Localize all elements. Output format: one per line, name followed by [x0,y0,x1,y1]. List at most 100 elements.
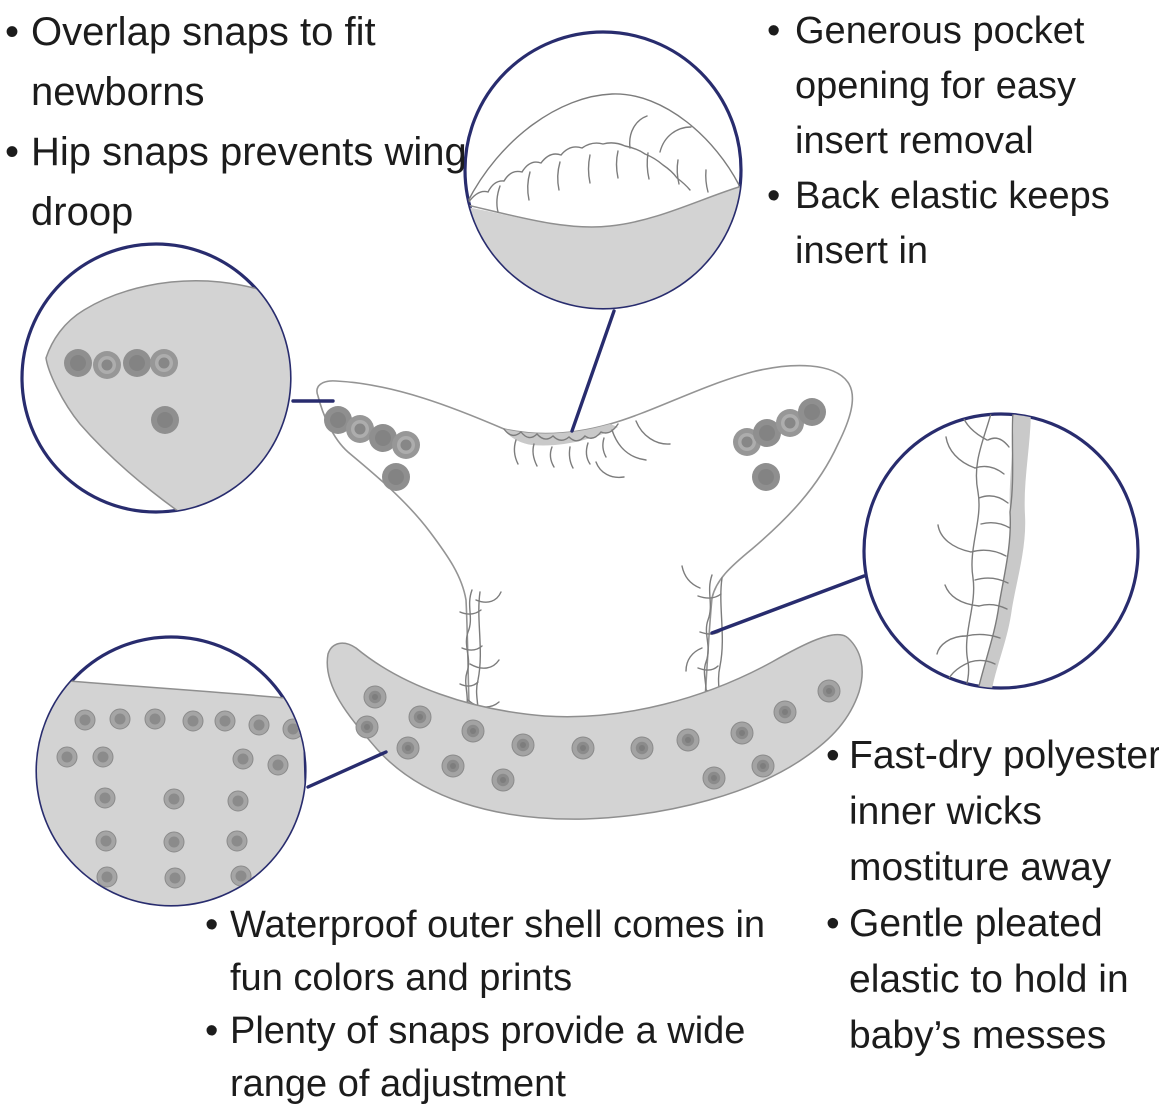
bullet-item: • Overlap snaps to fit newborns [5,2,467,122]
snap [392,431,420,459]
snap [93,351,121,379]
bullet-item: • Generous pocket opening for easy inser… [767,4,1110,169]
callout-circle-adjustment-snaps [35,635,307,907]
snap [92,746,114,768]
note-line: insert removal [795,120,1034,162]
snap [676,728,700,752]
snap [232,748,254,770]
note-line: mostiture away [849,846,1112,889]
note-line: inner wicks [849,790,1042,833]
snap [752,463,780,491]
note-line: Back elastic keeps [795,175,1110,217]
snap [396,736,420,760]
callout-leader-lines [291,309,866,789]
bullet-marker: • [5,130,20,174]
note-line: fun colors and prints [230,957,573,999]
bullet-item: • Hip snaps prevents wing droop [5,122,467,242]
diaper-shell-outline [316,364,854,731]
snap [56,746,78,768]
note-line: Gentle pleated [849,902,1103,945]
snap [441,754,465,778]
snap [630,736,654,760]
snap [491,768,515,792]
pocket-opening-edge [503,423,619,442]
note-line: droop [31,190,134,234]
snap [702,766,726,790]
snap [164,867,186,889]
snap [182,710,204,732]
snap [267,754,289,776]
bullet-marker: • [767,10,781,52]
note-line: Fast-dry polyester [849,734,1159,777]
snap [94,787,116,809]
bullet-item: • Gentle pleated elastic to hold in baby… [826,896,1159,1064]
bullet-marker: • [767,175,781,217]
pleated-elastic-detail-drawing [936,414,1031,688]
front-snap-band [326,633,863,820]
snap [144,708,166,730]
snap [74,709,96,731]
bullet-marker: • [205,904,219,946]
snap [230,865,252,887]
snap [408,705,432,729]
bullet-item: • Fast-dry polyester inner wicks mostitu… [826,728,1159,896]
snap [226,830,248,852]
magnifier-circle [862,412,1140,690]
note-line: newborns [31,70,205,114]
snap [123,349,151,377]
snap [817,679,841,703]
snap [64,349,92,377]
bullet-marker: • [5,10,20,54]
note-line: baby’s messes [849,1014,1107,1057]
leader-band [306,750,388,789]
note-line: Waterproof outer shell comes in [230,904,766,946]
note-bottom-right: • Fast-dry polyester inner wicks mostitu… [826,728,1159,1064]
pocket-opening-shade [504,424,618,446]
callout-circle-wing-snaps [20,242,292,514]
snap [96,866,118,888]
snap [773,700,797,724]
snap [95,830,117,852]
note-line: opening for easy [795,65,1076,107]
wing-snaps-detail-drawing [45,280,290,512]
note-top-left: • Overlap snaps to fit newborns • Hip sn… [5,2,467,242]
snap [730,721,754,745]
snap [214,710,236,732]
callout-circle-pocket [463,30,743,310]
adjustment-snaps-detail-drawing [37,678,305,905]
snap [363,685,387,709]
bullet-marker: • [826,902,840,945]
snap [511,733,535,757]
snap [163,831,185,853]
bullet-item: • Plenty of snaps provide a wide range o… [205,1005,765,1111]
note-line: range of adjustment [230,1063,566,1105]
snap [227,790,249,812]
pocket-ruffle-sketch [513,420,671,479]
note-line: Overlap snaps to fit [31,10,376,54]
snap [248,714,270,736]
bullet-item: • Back elastic keeps insert in [767,169,1110,279]
snap [150,349,178,377]
bullet-item: • Waterproof outer shell comes in fun co… [205,899,765,1005]
snap [751,754,775,778]
snap [798,398,826,426]
snap [109,708,131,730]
snap [163,788,185,810]
leader-pocket [570,309,616,433]
snap [355,715,379,739]
note-bottom-center: • Waterproof outer shell comes in fun co… [205,899,765,1111]
leader-leg-elastic [710,574,866,635]
snap [571,736,595,760]
callout-circle-pleated-elastic [862,412,1140,690]
snap [382,463,410,491]
snap [461,719,485,743]
snap [282,718,304,740]
bullet-marker: • [826,734,840,777]
note-top-right: • Generous pocket opening for easy inser… [767,4,1110,279]
bullet-marker: • [205,1010,219,1052]
snap [151,406,179,434]
note-line: Generous pocket [795,10,1085,52]
note-line: insert in [795,230,929,272]
